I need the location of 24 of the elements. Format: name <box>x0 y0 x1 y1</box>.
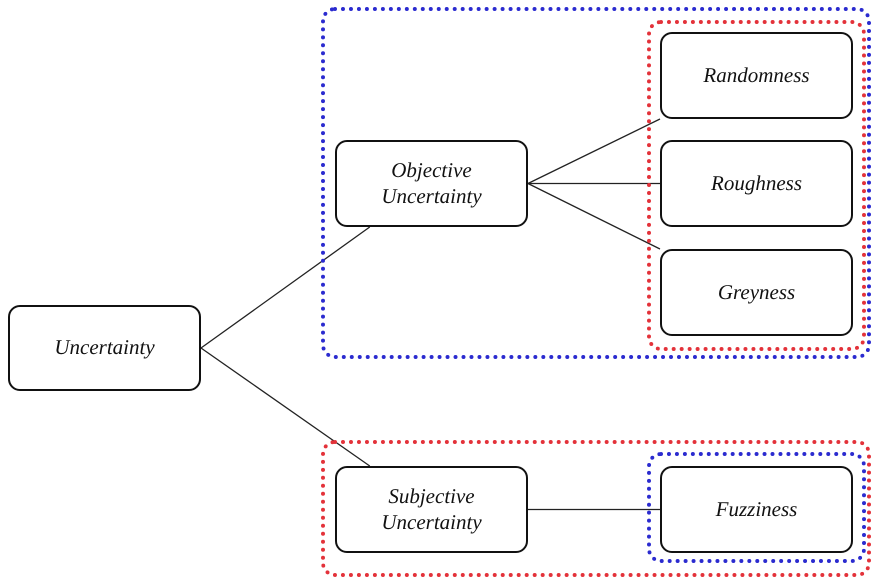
connector-line <box>528 182 660 250</box>
node-label: Objective Uncertainty <box>380 158 483 209</box>
node-label: Greyness <box>716 280 796 306</box>
connector-line <box>528 118 660 184</box>
connector-line <box>200 347 370 467</box>
node-label: Fuzziness <box>714 496 798 522</box>
dotted-group-frame <box>647 452 866 563</box>
dotted-group-frame <box>321 7 871 359</box>
connector-line <box>200 226 370 349</box>
concept-box <box>335 466 528 553</box>
concept-box <box>660 32 853 119</box>
node-label: Roughness <box>710 170 803 196</box>
node-label: Uncertainty <box>53 335 156 361</box>
concept-box <box>8 305 201 391</box>
dotted-group-frame <box>321 440 871 577</box>
concept-box <box>660 140 853 227</box>
connector-line <box>528 182 660 184</box>
connector-line <box>528 508 660 510</box>
node-label: Randomness <box>702 62 811 88</box>
node-label: Subjective Uncertainty <box>380 484 483 535</box>
concept-box <box>660 466 853 553</box>
concept-box <box>660 249 853 336</box>
dotted-group-frame <box>647 20 866 351</box>
concept-box <box>335 140 528 227</box>
